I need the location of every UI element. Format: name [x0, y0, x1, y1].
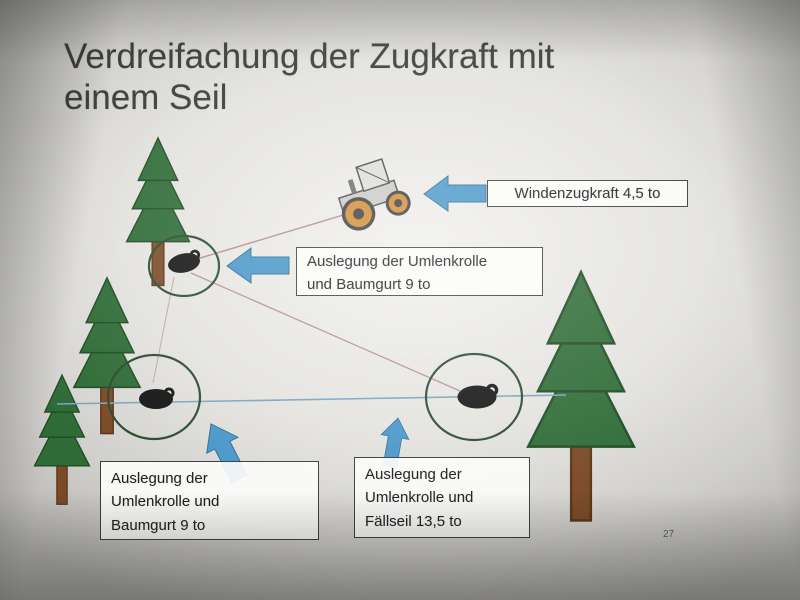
page-number: 27 [663, 529, 675, 540]
label-left-pulley: Auslegung der Umlenkrolle und Baumgurt 9… [100, 461, 319, 540]
arrow-left-icon [423, 175, 487, 212]
label-top-pulley: Auslegung der Umlenkrolle und Baumgurt 9… [296, 247, 543, 296]
label-text: Umlenkrolle und [111, 493, 220, 511]
conifer-tree-icon [526, 270, 636, 522]
title-line-2: einem Seil [64, 78, 228, 118]
label-text: Auslegung der [365, 466, 462, 483]
label-text: Auslegung der [111, 470, 208, 487]
pulley-icon [455, 383, 499, 411]
pulley-highlight-circle [147, 234, 221, 298]
label-winch-force: Windenzugkraft 4,5 to [487, 180, 688, 207]
label-text: Baumgurt 9 to [111, 516, 206, 534]
pulley-highlight-circle [424, 352, 524, 442]
title-line-1: Verdreifachung der Zugkraft mit [64, 37, 555, 76]
winch-rope-line [190, 272, 461, 392]
label-text: Windenzugkraft 4,5 to [514, 184, 661, 202]
conifer-tree-icon [33, 374, 91, 505]
page-title: Verdreifachung der Zugkraft mit einem Se… [64, 36, 554, 119]
pulley-highlight-circle [106, 353, 202, 441]
conifer-tree-icon [73, 277, 141, 435]
pulley-icon [137, 387, 175, 411]
label-right-pulley: Auslegung der Umlenkrolle und Fällseil 1… [354, 457, 530, 538]
winch-rope-line [196, 212, 351, 260]
label-text: und Baumgurt 9 to [307, 276, 431, 294]
label-text: Umlenkrolle und [365, 489, 474, 507]
label-text: Auslegung der Umlenkrolle [307, 253, 488, 270]
pulley-icon [164, 248, 204, 278]
tractor-icon [337, 158, 411, 231]
label-text: Fällseil 13,5 to [365, 512, 462, 530]
arrow-left-icon [226, 247, 290, 284]
